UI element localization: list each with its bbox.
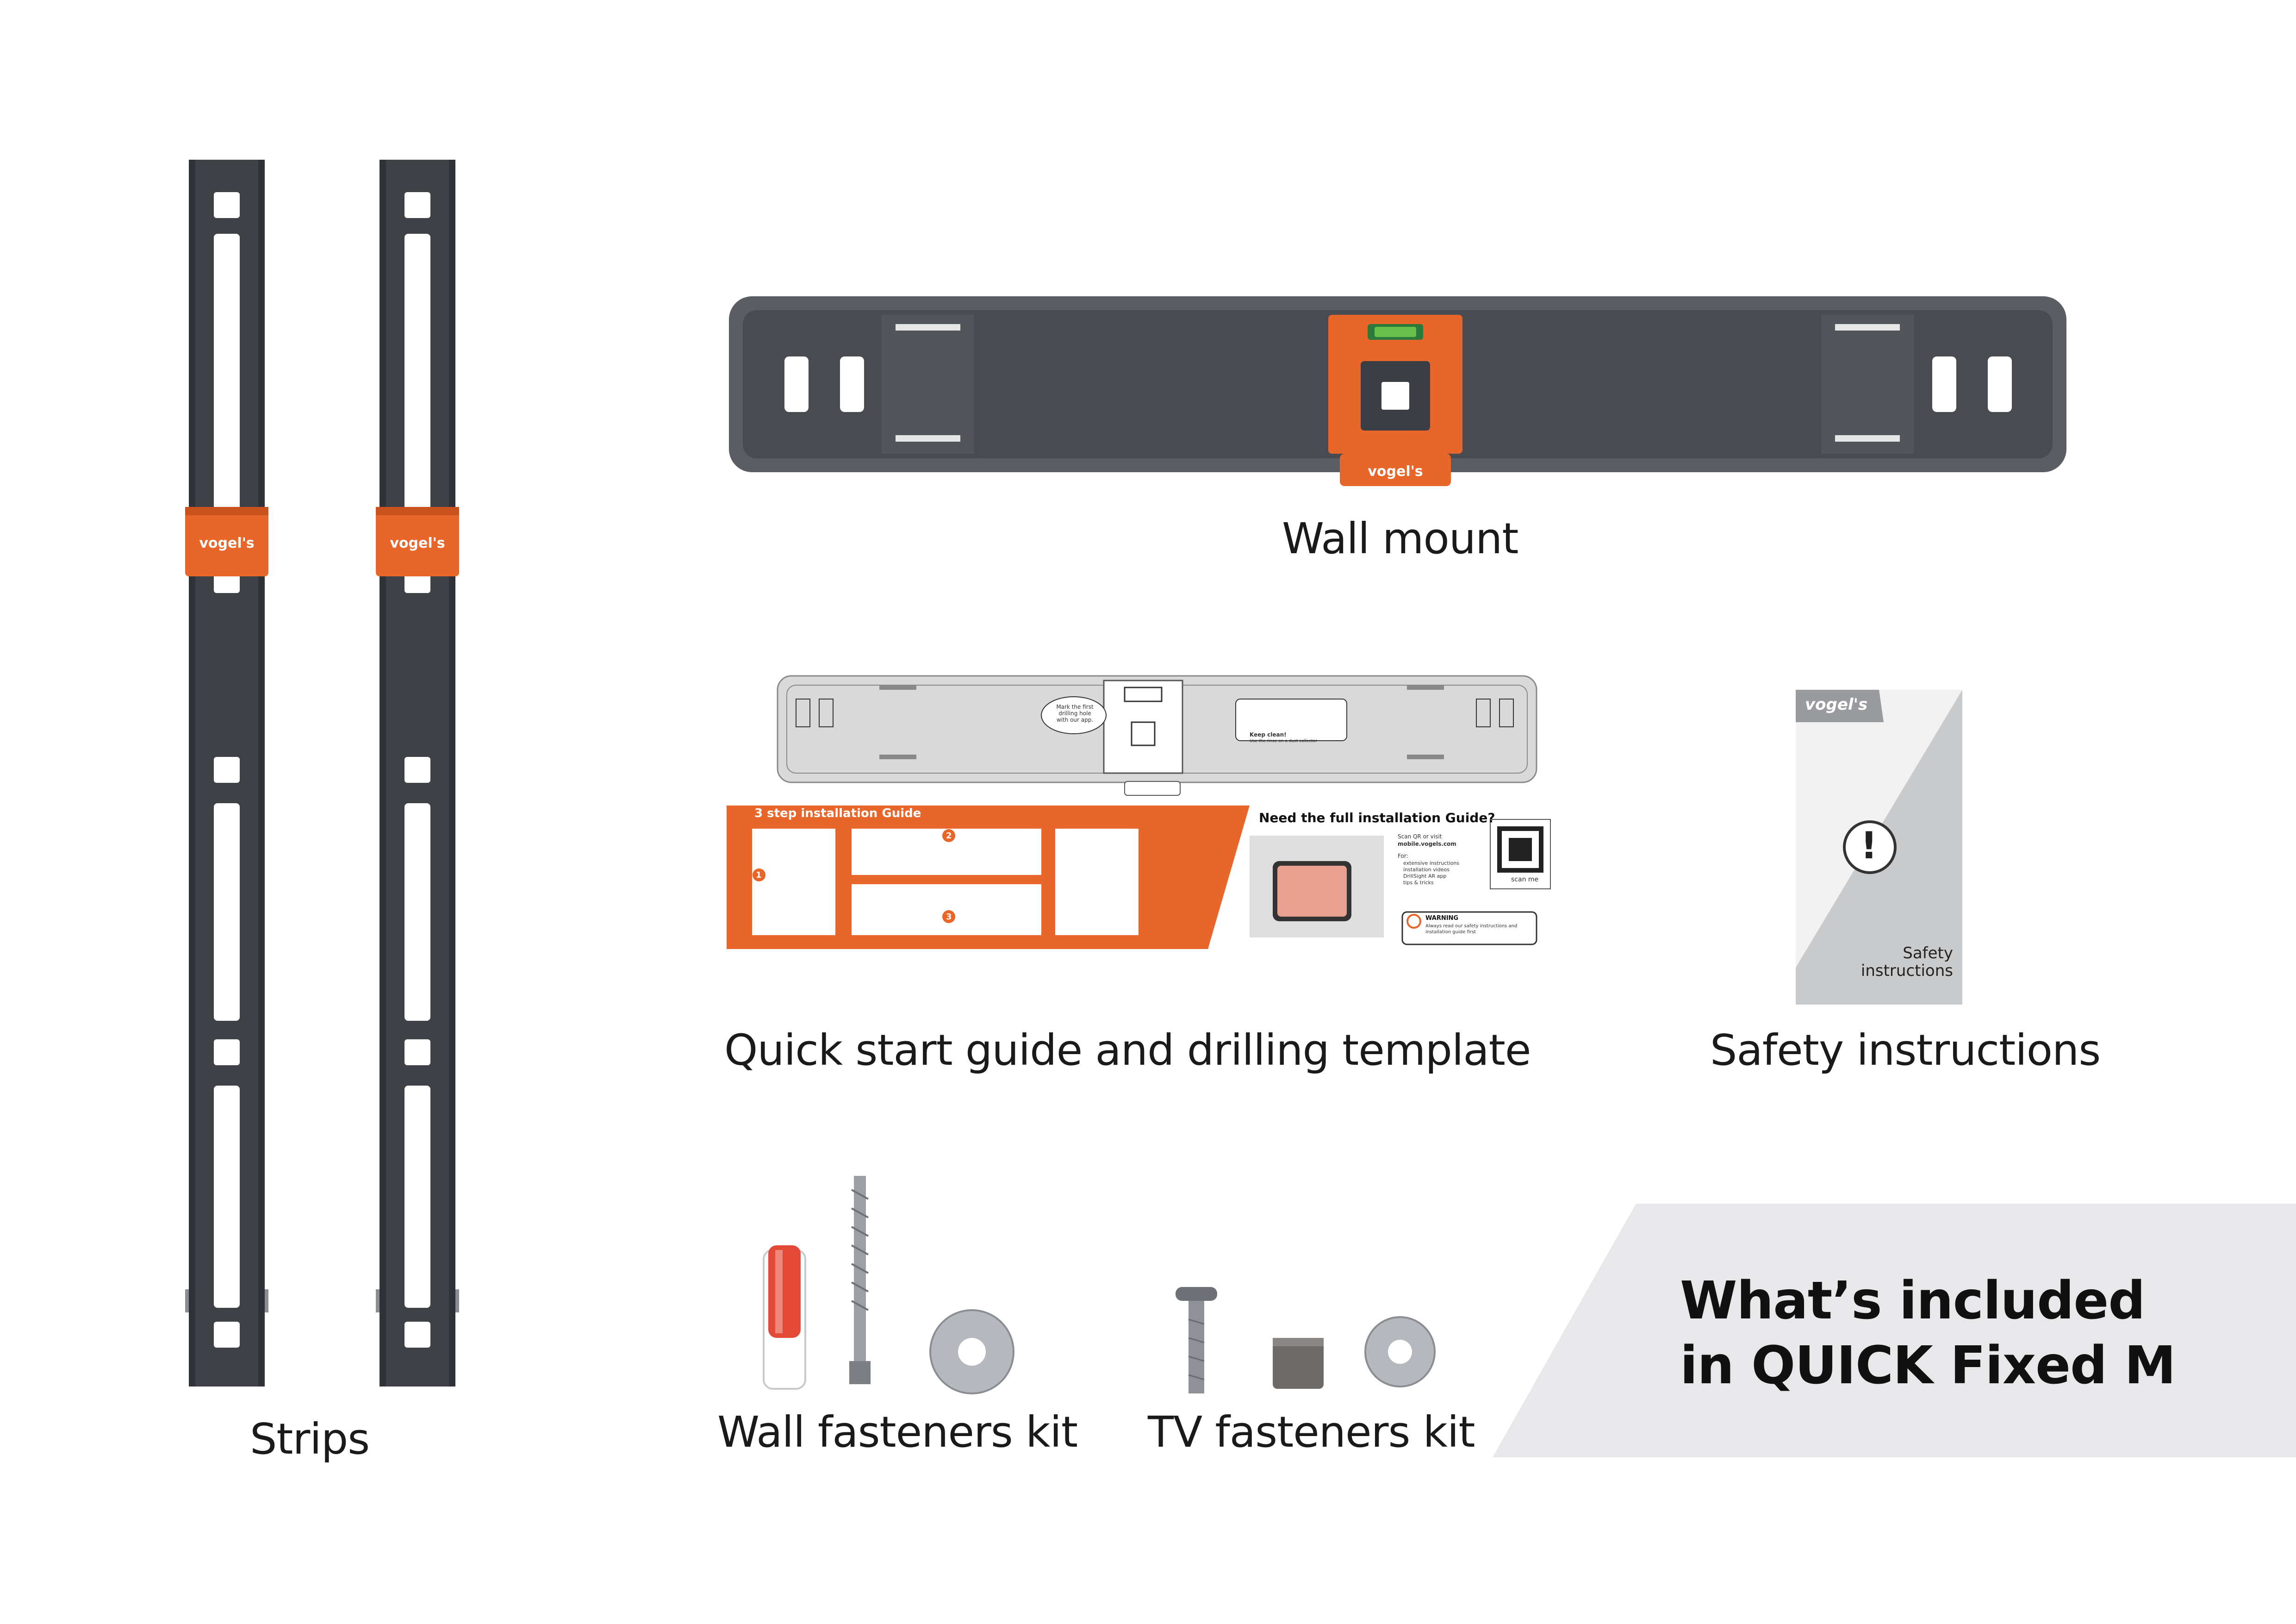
svg-text:vogel's: vogel's bbox=[1368, 463, 1423, 480]
quick-start-label: Quick start guide and drilling template bbox=[724, 1025, 1531, 1075]
tv-fasteners-label: TV fasteners kit bbox=[1148, 1407, 1475, 1457]
template-keep-clean: Keep clean! bbox=[1250, 731, 1287, 738]
template-warning: WARNING bbox=[1425, 915, 1459, 922]
quick-start-template: 3 step installation Guide Need the full … bbox=[727, 671, 1578, 958]
booklet-title: Safety instructions bbox=[1833, 944, 1953, 980]
wall-fasteners-image bbox=[763, 1176, 1014, 1394]
wall-mount-label: Wall mount bbox=[1282, 514, 1518, 563]
template-for-label: For: bbox=[1398, 853, 1408, 859]
safety-booklet: vogel's ! Safety instructions bbox=[1796, 690, 1962, 1005]
template-scan-me: scan me bbox=[1511, 876, 1539, 883]
template-mark-note: Mark the first drilling hole with our ap… bbox=[1056, 704, 1094, 723]
svg-text:vogel's: vogel's bbox=[199, 535, 254, 551]
included-title-line: What’s included bbox=[1680, 1271, 2146, 1331]
strips-label: Strips bbox=[250, 1414, 370, 1464]
template-scan-note: Scan QR or visit bbox=[1398, 833, 1442, 840]
booklet-drawing bbox=[1796, 690, 1962, 1005]
booklet-title-line: Safety bbox=[1903, 944, 1953, 962]
included-title: What’s included in QUICK Fixed M bbox=[1680, 1268, 2282, 1398]
tv-fasteners-image bbox=[1176, 1287, 1436, 1393]
svg-text:vogel's: vogel's bbox=[390, 535, 445, 551]
template-step-1: 1 bbox=[756, 870, 762, 880]
strip-right: vogel's bbox=[376, 160, 459, 1387]
template-for-item: installation videos bbox=[1403, 867, 1450, 873]
included-title-line: in QUICK Fixed M bbox=[1680, 1336, 2176, 1396]
template-step-3: 3 bbox=[946, 912, 952, 922]
template-for-item: tips & tricks bbox=[1403, 880, 1434, 886]
template-guide-title: 3 step installation Guide bbox=[754, 806, 921, 820]
wall-fasteners-label: Wall fasteners kit bbox=[717, 1407, 1078, 1457]
template-for-list: extensive instructions installation vide… bbox=[1403, 860, 1459, 886]
template-for-item: DrillSight AR app bbox=[1403, 873, 1447, 879]
template-keep-clean-note: Use the rinse on a dust collector bbox=[1250, 739, 1317, 743]
template-for-item: extensive instructions bbox=[1403, 860, 1460, 866]
template-scan-url: mobile.vogels.com bbox=[1398, 841, 1456, 847]
template-warning-note: Always read our safety instructions and … bbox=[1425, 924, 1518, 935]
booklet-title-line: instructions bbox=[1860, 962, 1953, 980]
strip-left: vogel's bbox=[185, 160, 268, 1387]
exclamation-icon: ! bbox=[1860, 824, 1878, 867]
wall-mount-image: vogel's bbox=[729, 296, 2066, 486]
booklet-logo: vogel's bbox=[1805, 695, 1868, 714]
template-drawing bbox=[727, 671, 1569, 958]
safety-label: Safety instructions bbox=[1710, 1025, 2101, 1075]
template-step-2: 2 bbox=[946, 831, 952, 841]
included-banner bbox=[1493, 1204, 2296, 1457]
template-full-guide: Need the full installation Guide? bbox=[1259, 810, 1495, 825]
